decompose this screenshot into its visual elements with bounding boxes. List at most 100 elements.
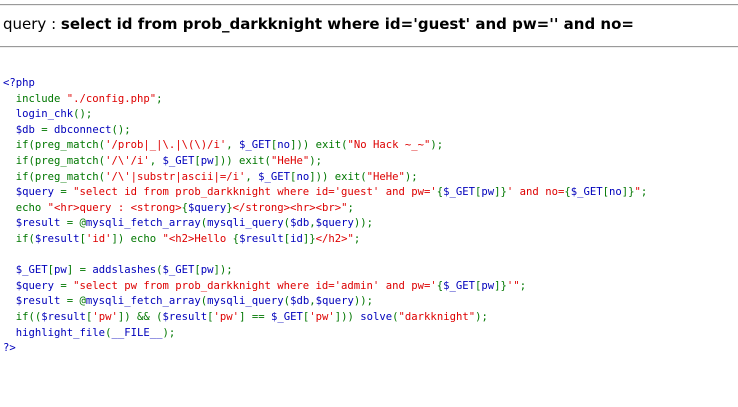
code-token: $query [187, 201, 227, 214]
code-token: no [296, 170, 310, 183]
code-token: if(preg_match( [15, 154, 106, 167]
code-token: __FILE__ [111, 326, 163, 339]
code-token: </strong><hr><br>" [232, 201, 348, 214]
code-token: "select id from prob_darkknight where id… [73, 186, 437, 199]
code-token: solve [360, 310, 393, 323]
code-token: } [226, 201, 233, 214]
code-token: addslashes [92, 264, 157, 277]
code-line: $_GET[pw] = addslashes($_GET[pw]); [3, 263, 647, 279]
code-token: '" [506, 279, 520, 292]
code-token: $result [239, 232, 284, 245]
code-token: mysqli_fetch_array [85, 295, 201, 308]
code-token: { [436, 186, 444, 199]
code-token: ])) [334, 310, 361, 323]
code-line: $query = "select pw from prob_darkknight… [3, 279, 647, 295]
code-token: pw [481, 186, 495, 199]
code-line: $result = @mysqli_fetch_array(mysqli_que… [3, 216, 647, 232]
code-token: { [181, 201, 188, 214]
code-token: ; [519, 279, 527, 292]
code-token: [ [602, 186, 609, 199]
code-token: [ [47, 264, 55, 277]
code-token: if(preg_match( [15, 170, 106, 183]
code-token: ( [283, 295, 291, 308]
code-token: pw [200, 264, 214, 277]
code-token: $_GET [239, 139, 271, 152]
query-label: query : [3, 15, 61, 33]
code-token: ; [347, 201, 354, 214]
code-token: if(preg_match( [15, 139, 106, 152]
query-text: select id from prob_darkknight where id=… [60, 15, 634, 33]
code-token: = @ [66, 295, 86, 308]
code-token: ; [640, 186, 648, 199]
code-token: ; [156, 92, 163, 105]
code-token: ); [309, 154, 322, 167]
code-token: if(( [15, 310, 42, 323]
code-token: mysqli_query [207, 295, 284, 308]
code-token: $query [315, 295, 354, 308]
query-divider [0, 46, 738, 48]
code-token: ]); [213, 264, 233, 277]
code-token: $result [34, 232, 80, 245]
code-token: "HeHe" [270, 154, 310, 167]
code-token: "No Hack ~_~" [347, 139, 431, 152]
code-token: $result [41, 310, 86, 323]
code-token [3, 202, 16, 214]
code-token: "HeHe" [366, 170, 405, 183]
code-line: if($result['id']) echo "<h2>Hello {$resu… [3, 232, 647, 248]
code-token: [ [194, 154, 201, 167]
code-token [3, 139, 16, 151]
code-token: ]) && ( [117, 310, 163, 323]
code-token: pw [481, 279, 495, 292]
code-token: $result [162, 310, 208, 323]
code-token: ] == [239, 310, 271, 323]
code-token: ' and no= [506, 186, 565, 199]
code-token: login_chk [3, 108, 74, 121]
code-token: $query [3, 186, 61, 199]
code-token: mysqli_query [207, 217, 284, 230]
code-token: [ [194, 264, 201, 277]
code-token: = [60, 186, 74, 199]
code-token: [ [79, 232, 86, 245]
code-token: ( [156, 264, 163, 277]
query-display: query : select id from prob_darkknight w… [3, 15, 634, 33]
code-token: </h2>" [315, 232, 354, 245]
code-line: $result = @mysqli_fetch_array(mysqli_que… [3, 294, 647, 310]
code-token: { [436, 279, 444, 292]
code-token: [ [270, 139, 278, 152]
code-token: no [609, 186, 622, 199]
code-token: "./config.php" [66, 92, 157, 105]
code-token: [ [475, 279, 482, 292]
code-token: ( [200, 217, 208, 230]
code-line: echo "<hr>query : <strong>{$query}</stro… [3, 201, 647, 217]
code-token: $query [3, 279, 61, 292]
code-line: <?php [3, 76, 647, 92]
code-token: "<hr>query : <strong> [47, 201, 182, 214]
code-line: login_chk(); [3, 107, 647, 123]
code-token: ( [200, 295, 208, 308]
code-token: , [149, 154, 163, 167]
code-token: no [277, 139, 291, 152]
code-token: { [232, 232, 240, 245]
code-token [3, 233, 16, 245]
code-token: " [634, 186, 641, 199]
code-token: $_GET [570, 186, 603, 199]
code-token: ])) exit( [290, 139, 348, 152]
code-token: )); [353, 295, 374, 308]
code-token: $_GET [162, 154, 195, 167]
code-token: ]} [494, 279, 507, 292]
code-token [3, 155, 16, 167]
code-line: if(($result['pw']) && ($result['pw'] == … [3, 310, 647, 326]
code-token: echo [15, 201, 48, 214]
code-token: = [60, 279, 74, 292]
code-token: , [226, 139, 240, 152]
code-token: $result [3, 295, 67, 308]
code-token: , [245, 170, 259, 183]
code-line: ?> [3, 341, 647, 357]
code-token: $_GET [3, 264, 48, 277]
code-token: (); [73, 108, 93, 121]
code-token: $_GET [270, 310, 303, 323]
code-token: ]) echo [111, 232, 163, 245]
code-token: '/prob|_|\.|\(\)/i' [105, 139, 227, 152]
code-token: = @ [66, 217, 86, 230]
code-token: '/\'|substr|ascii|=/i' [105, 170, 246, 183]
